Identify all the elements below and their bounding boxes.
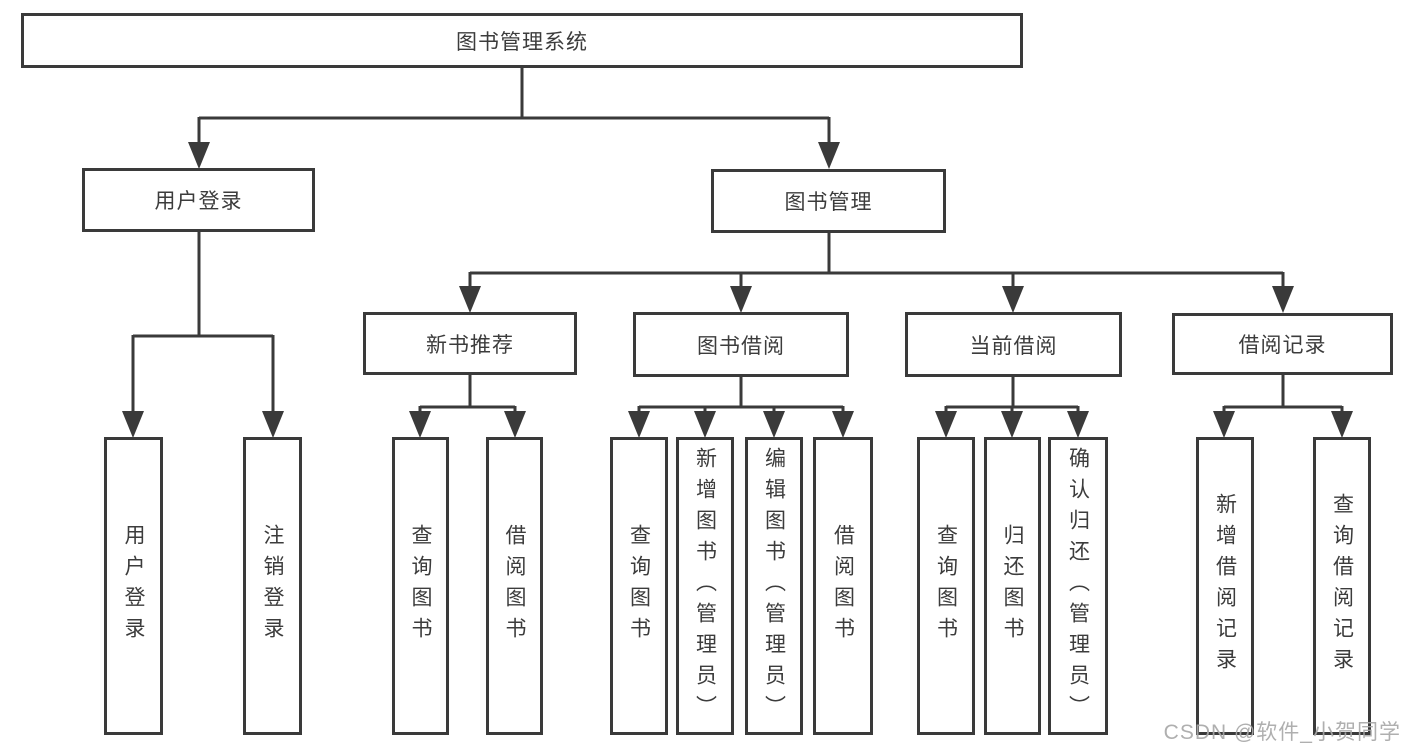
node-book-borrow: 图书借阅 — [633, 312, 849, 377]
leaf-confirm-return-admin-label: 确认归还（管理员） — [1066, 446, 1090, 726]
leaf-logout: 注销登录 — [243, 437, 302, 735]
leaf-return-books: 归还图书 — [984, 437, 1041, 735]
leaf-query-borrow-record: 查询借阅记录 — [1313, 437, 1371, 735]
leaf-edit-books-admin-label: 编辑图书（管理员） — [762, 446, 786, 726]
leaf-query-books-2: 查询图书 — [610, 437, 668, 735]
leaf-query-books-2-label: 查询图书 — [627, 524, 651, 648]
leaf-borrow-books-2-label: 借阅图书 — [831, 524, 855, 648]
arrowheads — [122, 142, 1353, 438]
node-book-borrow-label: 图书借阅 — [697, 334, 785, 358]
node-new-book-recommend-label: 新书推荐 — [426, 333, 514, 357]
leaf-add-books-admin: 新增图书（管理员） — [676, 437, 734, 735]
node-borrow-record-label: 借阅记录 — [1238, 334, 1327, 357]
leaf-query-books-1-label: 查询图书 — [409, 524, 433, 648]
leaf-confirm-return-admin: 确认归还（管理员） — [1048, 437, 1108, 735]
leaf-logout-label: 注销登录 — [261, 524, 285, 648]
node-current-borrow: 当前借阅 — [905, 312, 1122, 377]
leaf-edit-books-admin: 编辑图书（管理员） — [745, 437, 803, 735]
node-root: 图书管理系统 — [21, 13, 1023, 68]
leaf-query-borrow-record-label: 查询借阅记录 — [1330, 493, 1354, 679]
leaf-borrow-books-1-label: 借阅图书 — [503, 524, 527, 648]
csdn-watermark: CSDN @软件_小贺同学 — [1163, 721, 1401, 744]
leaf-add-borrow-record: 新增借阅记录 — [1196, 437, 1254, 735]
node-borrow-record: 借阅记录 — [1172, 313, 1393, 375]
leaf-query-books-3: 查询图书 — [917, 437, 975, 735]
leaf-add-books-admin-label: 新增图书（管理员） — [693, 446, 717, 726]
node-book-mgmt-label: 图书管理 — [784, 191, 873, 214]
node-new-book-recommend: 新书推荐 — [363, 312, 577, 375]
leaf-query-books-3-label: 查询图书 — [934, 524, 958, 648]
leaf-user-login: 用户登录 — [104, 437, 163, 735]
leaf-user-login-label: 用户登录 — [122, 524, 146, 648]
leaf-borrow-books-2: 借阅图书 — [813, 437, 873, 735]
node-current-borrow-label: 当前借阅 — [969, 334, 1058, 358]
leaf-add-borrow-record-label: 新增借阅记录 — [1213, 493, 1237, 679]
node-book-mgmt: 图书管理 — [711, 169, 946, 233]
node-user-login-label: 用户登录 — [154, 190, 243, 213]
node-user-login: 用户登录 — [82, 168, 315, 232]
leaf-return-books-label: 归还图书 — [1001, 524, 1025, 648]
node-root-label: 图书管理系统 — [456, 30, 588, 54]
leaf-borrow-books-1: 借阅图书 — [486, 437, 543, 735]
leaf-query-books-1: 查询图书 — [392, 437, 449, 735]
